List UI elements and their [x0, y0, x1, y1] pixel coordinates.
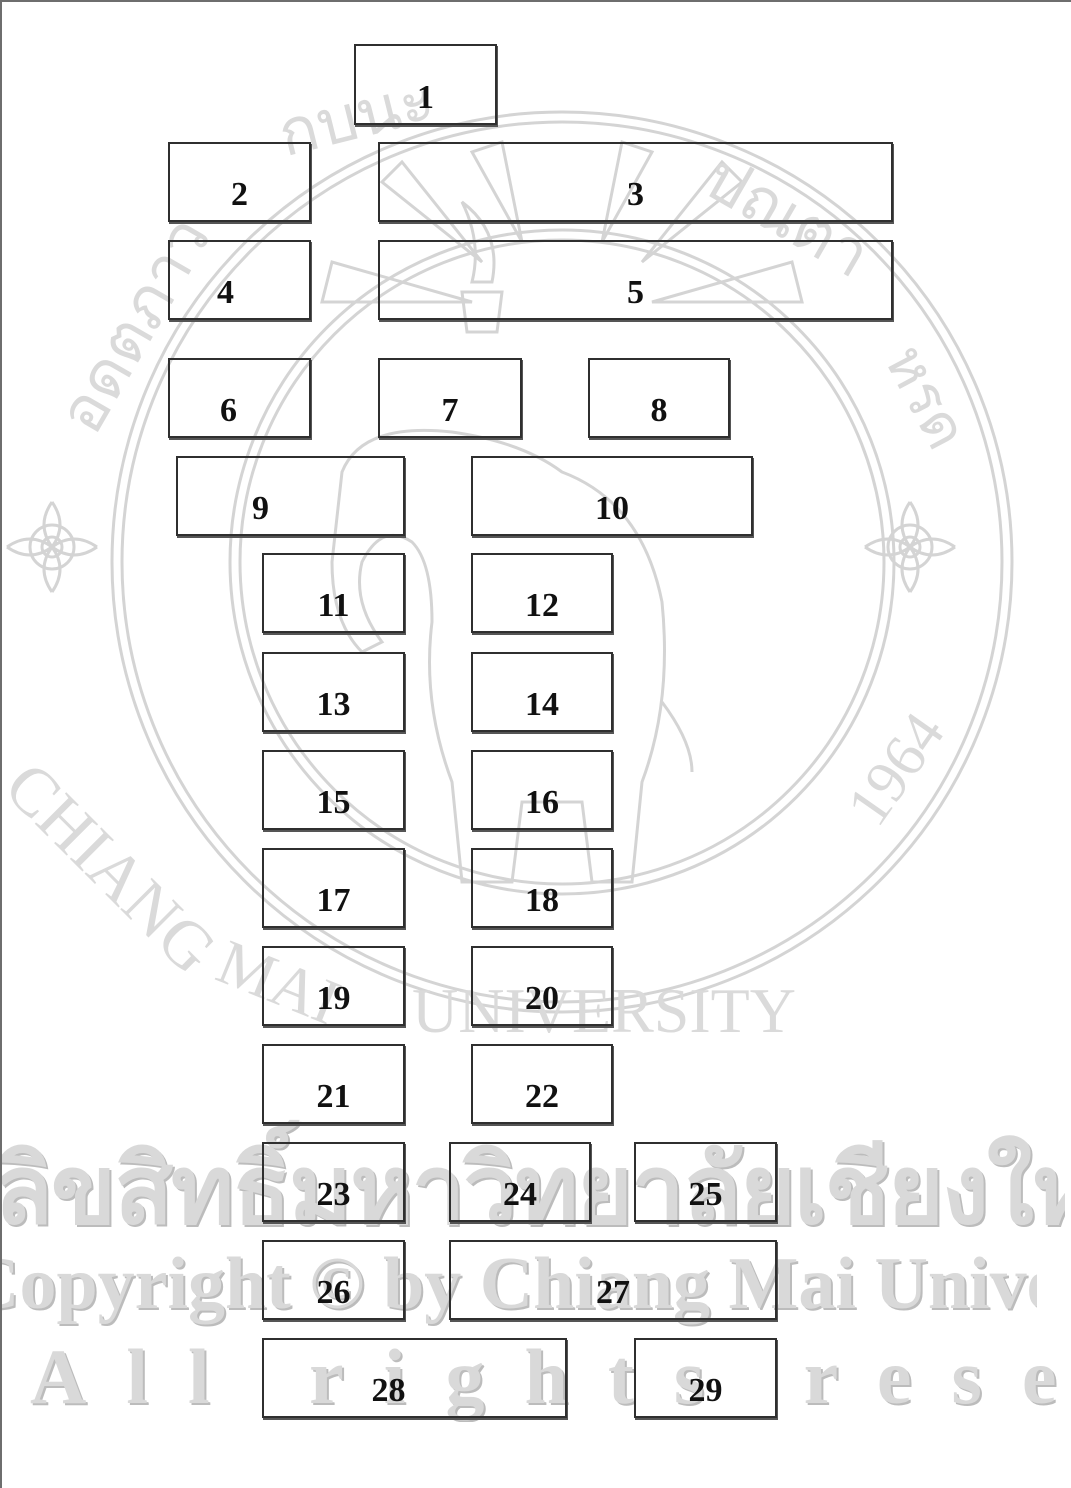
layout-box-22: 22: [471, 1044, 613, 1124]
box-label: 18: [473, 884, 611, 918]
layout-box-24: 24: [449, 1142, 591, 1222]
layout-box-28: 28: [262, 1338, 567, 1418]
box-label: 7: [380, 394, 520, 428]
box-label: 21: [264, 1080, 403, 1114]
layout-box-25: 25: [634, 1142, 777, 1222]
layout-box-15: 15: [262, 750, 405, 830]
layout-box-6: 6: [168, 358, 311, 438]
layout-box-8: 8: [588, 358, 730, 438]
layout-box-5: 5: [378, 240, 893, 320]
box-label: 6: [170, 394, 287, 428]
layout-box-19: 19: [262, 946, 405, 1026]
box-label: 13: [264, 688, 403, 722]
box-label: 28: [264, 1374, 513, 1408]
layout-box-11: 11: [262, 553, 405, 633]
layout-box-7: 7: [378, 358, 522, 438]
box-label: 20: [473, 982, 611, 1016]
box-label: 3: [380, 178, 891, 212]
box-label: 9: [178, 492, 343, 526]
layout-box-21: 21: [262, 1044, 405, 1124]
box-label: 11: [264, 589, 403, 623]
layout-box-17: 17: [262, 848, 405, 928]
box-label: 19: [264, 982, 403, 1016]
layout-box-18: 18: [471, 848, 613, 928]
layout-box-9: 9: [176, 456, 405, 536]
box-label: 17: [264, 884, 403, 918]
box-label: 4: [142, 276, 309, 310]
box-label: 22: [473, 1080, 611, 1114]
layout-box-23: 23: [262, 1142, 405, 1222]
box-label: 24: [451, 1178, 589, 1212]
layout-box-12: 12: [471, 553, 613, 633]
svg-text:1964: 1964: [834, 701, 957, 837]
svg-text:CHIANG: CHIANG: [2, 747, 231, 988]
box-label: 1: [356, 81, 495, 115]
box-label: 27: [451, 1276, 775, 1310]
box-label: 2: [170, 178, 309, 212]
box-label: 14: [473, 688, 611, 722]
layout-box-4: 4: [168, 240, 311, 320]
box-label: 15: [264, 786, 403, 820]
layout-box-20: 20: [471, 946, 613, 1026]
layout-box-27: 27: [449, 1240, 777, 1320]
layout-box-14: 14: [471, 652, 613, 732]
box-label: 12: [473, 589, 611, 623]
box-label: 25: [636, 1178, 775, 1212]
layout-box-3: 3: [378, 142, 893, 222]
svg-text:หรด: หรด: [872, 335, 980, 460]
layout-box-26: 26: [262, 1240, 405, 1320]
box-label: 8: [590, 394, 728, 428]
layout-box-2: 2: [168, 142, 311, 222]
layout-box-13: 13: [262, 652, 405, 732]
box-label: 5: [380, 276, 891, 310]
layout-box-29: 29: [634, 1338, 777, 1418]
layout-box-1: 1: [354, 44, 497, 125]
box-label: 23: [264, 1178, 403, 1212]
box-label: 16: [473, 786, 611, 820]
box-label: 26: [264, 1276, 403, 1310]
box-label: 29: [636, 1374, 775, 1408]
layout-box-16: 16: [471, 750, 613, 830]
layout-box-10: 10: [471, 456, 753, 536]
box-label: 10: [473, 492, 751, 526]
